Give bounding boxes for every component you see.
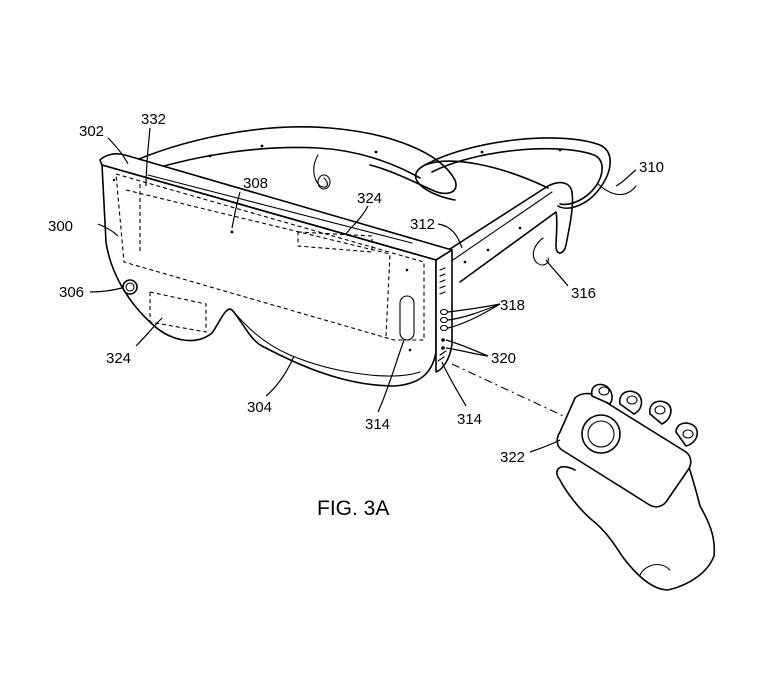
wireless-link-line <box>451 363 573 421</box>
label-318: 318 <box>500 297 525 314</box>
label-314-left: 314 <box>365 416 390 433</box>
side-vent <box>439 267 446 295</box>
label-310: 310 <box>639 159 664 176</box>
label-302: 302 <box>79 123 104 140</box>
label-316: 316 <box>571 285 596 302</box>
label-314-right: 314 <box>457 411 482 428</box>
head-strap <box>414 137 637 209</box>
top-band <box>124 126 457 195</box>
label-308: 308 <box>243 175 268 192</box>
label-320: 320 <box>491 350 516 367</box>
label-324-top: 324 <box>357 190 382 207</box>
label-324-bottom: 324 <box>106 350 131 367</box>
label-300: 300 <box>48 218 73 235</box>
leader-lines <box>89 127 637 453</box>
headset-housing <box>99 153 453 387</box>
label-312: 312 <box>410 216 435 233</box>
label-322: 322 <box>500 449 525 466</box>
figure-caption: FIG. 3A <box>317 497 389 520</box>
label-304: 304 <box>247 399 272 416</box>
reference-numerals: 300 302 332 308 324 310 312 316 306 318 … <box>48 111 664 466</box>
hand-with-remote <box>556 383 716 591</box>
label-306: 306 <box>59 284 84 301</box>
side-arm <box>435 181 574 283</box>
label-332: 332 <box>141 111 166 128</box>
